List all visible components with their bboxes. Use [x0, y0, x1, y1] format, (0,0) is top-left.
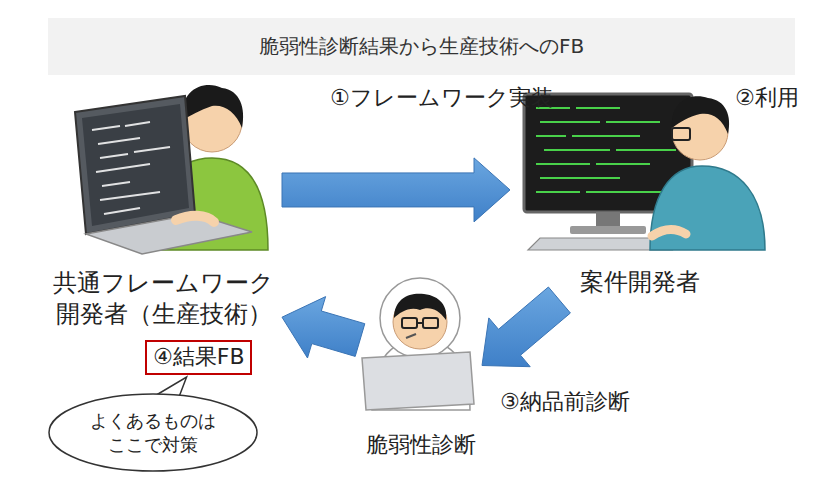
project-developer-figure	[524, 94, 765, 250]
developer-node: 案件開発者	[510, 85, 770, 300]
block-arrow	[282, 297, 365, 358]
step-label: ②利用	[735, 84, 799, 113]
tester-figure	[362, 278, 474, 410]
tester-node: 脆弱性診断	[360, 280, 482, 462]
bubble-ellipse	[49, 394, 257, 471]
speech-bubble: よくあるものは ここで対策	[48, 393, 258, 472]
node-label: 共通フレームワーク 開発者（生産技術）	[52, 268, 275, 332]
step-label: ①フレームワーク実装	[330, 84, 553, 113]
feedback-label: ④結果FB	[145, 340, 252, 375]
developer-figure	[75, 85, 268, 254]
step-label: ③納品前診断	[500, 388, 630, 417]
developer-node: 共通フレームワーク 開発者（生産技術）	[45, 85, 282, 332]
node-label: 案件開発者	[580, 267, 700, 300]
title-band	[48, 18, 795, 75]
block-arrow	[282, 158, 510, 222]
title: 脆弱性診断結果から生産技術へのFB	[48, 18, 795, 75]
node-label: 脆弱性診断	[366, 431, 476, 462]
bubble-tail-join	[154, 398, 176, 399]
block-arrow	[482, 287, 570, 367]
node-label: よくあるものは ここで対策	[86, 409, 219, 456]
bubble-outline	[48, 393, 258, 472]
